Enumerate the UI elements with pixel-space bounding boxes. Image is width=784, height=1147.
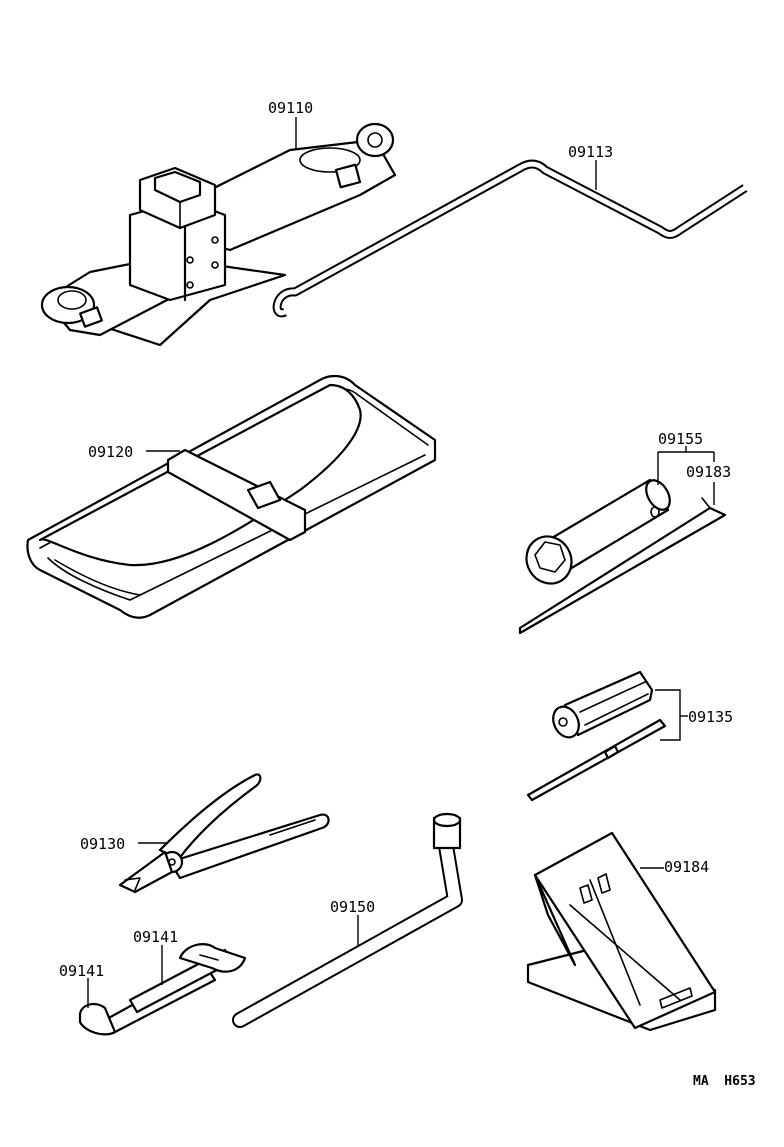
open-end-wrenches: 09141 09141 (59, 928, 247, 1036)
wheel-nut-wrench-part-label: 09155 (658, 430, 703, 448)
lug-wrench: 09150 (232, 812, 463, 1028)
wrench-upper-part-label: 09141 (133, 928, 178, 946)
screwdriver-part-label: 09135 (688, 708, 733, 726)
pliers-part-label: 09130 (80, 835, 125, 853)
pliers: 09130 (80, 773, 330, 894)
wheel-chock: 09184 (526, 831, 717, 1032)
wrench-lower-part-label: 09141 (59, 962, 104, 980)
tool-bag: 09120 (26, 374, 437, 619)
screwdriver: 09135 (526, 670, 733, 802)
jack-handle: 09113 (272, 143, 748, 318)
scissor-jack: 09110 (40, 99, 397, 347)
tool-bag-part-label: 09120 (88, 443, 133, 461)
jack-part-label: 09110 (268, 99, 313, 117)
wheel-chock-part-label: 09184 (664, 858, 709, 876)
wheel-nut-wrench: 09155 09183 (518, 430, 731, 635)
handle-bar-part-label: 09183 (686, 463, 731, 481)
jack-handle-part-label: 09113 (568, 143, 613, 161)
diagram-code: MA H653 (693, 1074, 756, 1089)
lug-wrench-part-label: 09150 (330, 898, 375, 916)
